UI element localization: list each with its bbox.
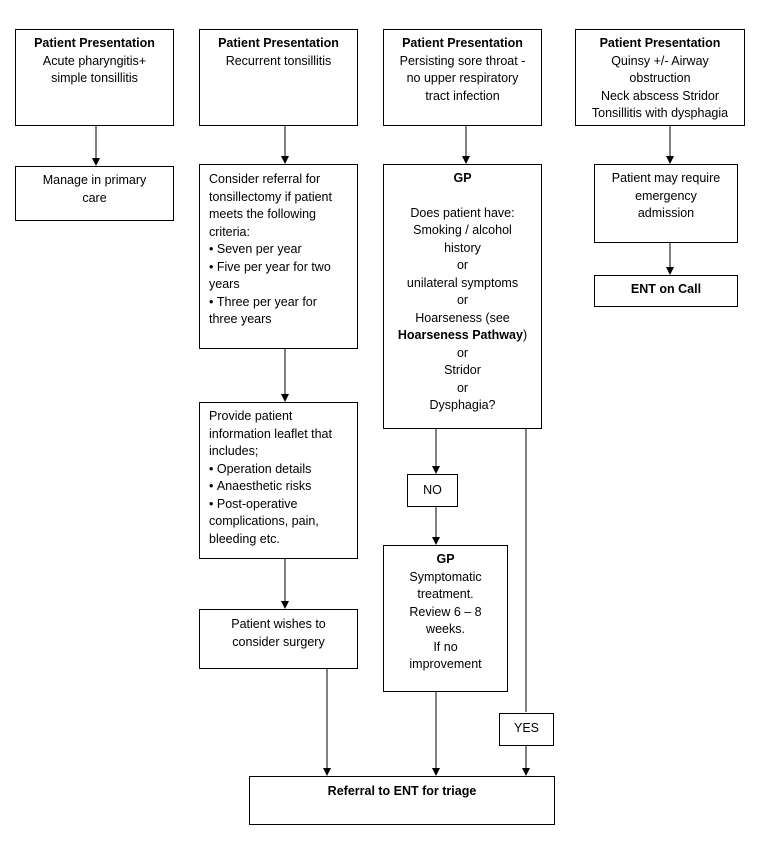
- presentation-line: Persisting sore throat -: [399, 53, 526, 68]
- criteria-bullet: Three per year for: [209, 294, 353, 312]
- gp-line: or: [456, 380, 469, 395]
- referral-criteria-box: Consider referral for tonsillectomy if p…: [199, 164, 358, 349]
- hoarseness-pathway-link[interactable]: Hoarseness Pathway: [397, 328, 523, 342]
- referral-ent-triage-box: Referral to ENT for triage: [249, 776, 555, 825]
- no-label-box: NO: [407, 474, 458, 507]
- gp-line: Does patient have:: [410, 205, 515, 220]
- symptomatic-line: treatment.: [417, 587, 474, 601]
- referral-ent-label: Referral to ENT for triage: [327, 784, 477, 798]
- yes-label-box: YES: [499, 713, 554, 746]
- manage-primary-care-box: Manage in primary care: [15, 166, 174, 221]
- hoarseness-line: Hoarseness Pathway): [384, 327, 541, 345]
- gp-line: Smoking / alcohol: [413, 223, 512, 237]
- no-label: NO: [423, 483, 442, 497]
- leaflet-bullet-cont: complications, pain,: [209, 514, 319, 528]
- quinsy-box: Patient Presentation Quinsy +/- Airway o…: [575, 29, 745, 126]
- presentation-line: Tonsillitis with dysphagia: [591, 106, 729, 120]
- gp-question-box: GP Does patient have: Smoking / alcohol …: [383, 164, 542, 429]
- wishes-line: consider surgery: [232, 634, 325, 649]
- presentation-heading: Patient Presentation: [34, 36, 155, 50]
- leaflet-line: includes;: [209, 444, 259, 458]
- information-leaflet-box: Provide patient information leaflet that…: [199, 402, 358, 559]
- emergency-line: Patient may require: [611, 171, 721, 185]
- presentation-heading: Patient Presentation: [402, 36, 523, 50]
- gp-symptomatic-box: GP Symptomatic treatment. Review 6 – 8 w…: [383, 545, 508, 692]
- presentation-heading: Patient Presentation: [599, 36, 721, 50]
- criteria-bullet-cont: years: [209, 277, 240, 291]
- ent-on-call-label: ENT on Call: [630, 282, 702, 296]
- emergency-admission-box: Patient may require emergency admission: [594, 164, 738, 243]
- persisting-sore-throat-box: Patient Presentation Persisting sore thr…: [383, 29, 542, 126]
- leaflet-bullet: Operation details: [209, 461, 353, 479]
- presentation-line: simple tonsillitis: [51, 71, 138, 85]
- presentation-line: Acute pharyngitis+: [42, 53, 147, 68]
- gp-line: unilateral symptoms: [406, 275, 519, 290]
- presentation-line: tract infection: [425, 88, 500, 103]
- emergency-line: emergency: [635, 188, 697, 203]
- presentation-line: Quinsy +/- Airway: [611, 53, 709, 68]
- leaflet-line: information leaflet that: [209, 426, 332, 441]
- criteria-line: tonsillectomy if patient: [209, 189, 332, 204]
- symptomatic-line: Review 6 – 8: [409, 604, 482, 619]
- presentation-line: obstruction: [629, 71, 691, 85]
- presentation-line: Recurrent tonsillitis: [225, 53, 332, 68]
- presentation-line: Neck abscess Stridor: [600, 88, 720, 103]
- criteria-line: criteria:: [209, 224, 250, 239]
- hoarseness-suffix: ): [522, 328, 528, 342]
- criteria-bullet: Seven per year: [209, 241, 353, 259]
- gp-line: or: [456, 258, 469, 272]
- ent-on-call-box: ENT on Call: [594, 275, 738, 307]
- gp-heading: GP: [453, 171, 472, 185]
- wishes-line: Patient wishes to: [231, 617, 326, 631]
- symptomatic-line: improvement: [409, 657, 482, 671]
- leaflet-bullet: Anaesthetic risks: [209, 478, 353, 496]
- criteria-line: meets the following: [209, 207, 317, 221]
- consider-surgery-box: Patient wishes to consider surgery: [199, 609, 358, 669]
- recurrent-tonsillitis-box: Patient Presentation Recurrent tonsillit…: [199, 29, 358, 126]
- criteria-bullet: Five per year for two: [209, 259, 353, 277]
- acute-pharyngitis-box: Patient Presentation Acute pharyngitis+ …: [15, 29, 174, 126]
- yes-label: YES: [513, 721, 539, 735]
- leaflet-line: Provide patient: [209, 409, 293, 423]
- manage-line: Manage in primary: [42, 173, 147, 187]
- gp-line: or: [456, 293, 469, 307]
- symptomatic-line: weeks.: [426, 622, 465, 636]
- manage-line: care: [82, 190, 107, 205]
- gp-line: Hoarseness (see: [415, 310, 510, 325]
- criteria-line: Consider referral for: [209, 172, 321, 186]
- leaflet-bullet-cont: bleeding etc.: [209, 531, 280, 546]
- gp-line: Stridor: [444, 363, 481, 377]
- gp-heading: GP: [436, 552, 455, 566]
- gp-line: history: [444, 240, 481, 255]
- symptomatic-line: If no: [433, 639, 458, 654]
- presentation-heading: Patient Presentation: [218, 36, 339, 50]
- gp-line: or: [456, 345, 469, 360]
- criteria-bullet-cont: three years: [209, 312, 272, 326]
- emergency-line: admission: [637, 206, 695, 220]
- leaflet-bullet: Post-operative: [209, 496, 353, 514]
- symptomatic-line: Symptomatic: [409, 569, 482, 584]
- presentation-line: no upper respiratory: [406, 71, 519, 85]
- gp-line: Dysphagia?: [429, 398, 496, 412]
